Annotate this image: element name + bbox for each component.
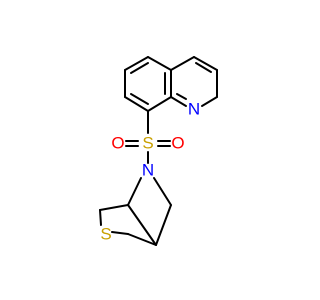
sulfonyl-group	[125, 110, 171, 164]
bond	[147, 96, 172, 112]
bond	[170, 96, 187, 107]
bond	[153, 177, 172, 206]
double-bond	[130, 62, 149, 74]
quinoline-benzene-ring	[124, 56, 172, 112]
molecule-structure: N S O O N S	[99, 56, 218, 246]
bond	[127, 233, 157, 246]
bond	[124, 56, 149, 71]
double-bond	[195, 62, 212, 73]
left-oxygen-label: O	[111, 133, 124, 152]
bond	[155, 204, 172, 246]
sulfonyl-sulfur-label: S	[142, 133, 153, 152]
bond	[147, 56, 172, 71]
bond	[111, 231, 129, 235]
bond	[127, 204, 157, 246]
bond	[99, 209, 102, 226]
bond	[201, 96, 218, 107]
bond	[99, 204, 129, 211]
bond	[127, 177, 142, 206]
double-bond	[176, 93, 187, 100]
bond	[124, 96, 149, 112]
nitrogen-atom-label: N	[188, 99, 200, 118]
quinoline-pyridine-ring	[170, 56, 218, 107]
bicyclic-ring	[99, 177, 172, 246]
bond	[170, 56, 195, 71]
right-oxygen-label: O	[171, 133, 184, 152]
bicyclic-sulfur-label: S	[100, 224, 111, 243]
bicyclic-nitrogen-label: N	[142, 160, 154, 179]
bond	[193, 56, 218, 71]
double-bond	[130, 93, 149, 105]
molecule-canvas: N S O O N S	[99, 56, 218, 246]
